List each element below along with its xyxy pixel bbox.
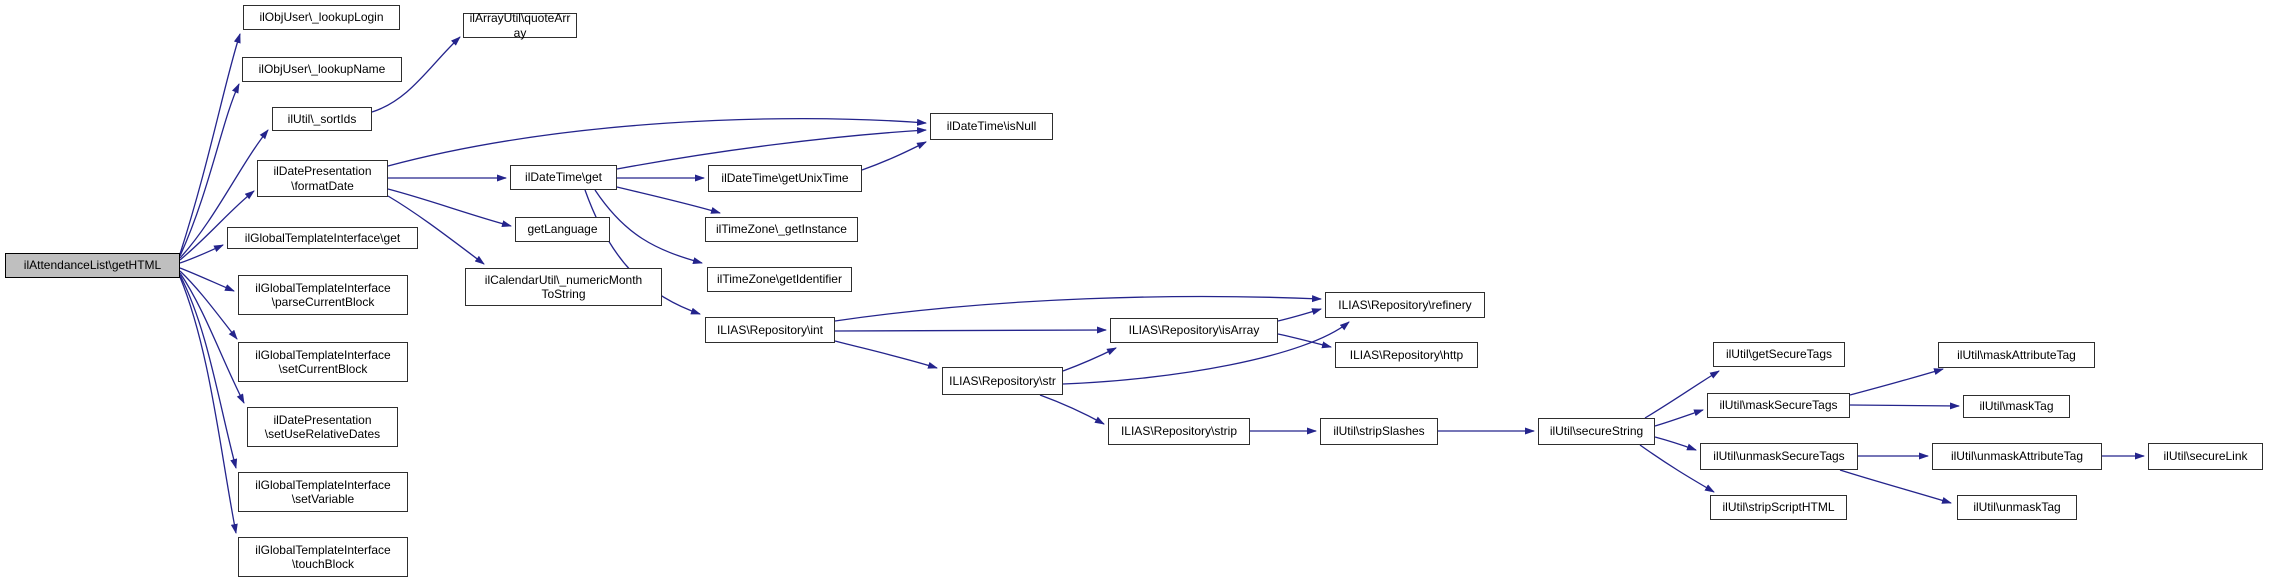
edge-repStr-repRefinery: [1062, 321, 1350, 385]
node-ilutil-unmasktag[interactable]: ilUtil\unmaskTag: [1957, 495, 2077, 520]
node-ilutil-unmaskattributetag[interactable]: ilUtil\unmaskAttributeTag: [1932, 443, 2102, 470]
node-ilutil-stripslashes[interactable]: ilUtil\stripSlashes: [1320, 418, 1438, 445]
node-ilutil-stripscripthtml[interactable]: ilUtil\stripScriptHTML: [1710, 495, 1847, 520]
edge-unmaskSecureTags-unmaskTag: [1839, 469, 1952, 504]
node-ilglobaltemplateinterface-get[interactable]: ilGlobalTemplateInterface\get: [227, 227, 418, 249]
node-ildatetime-get[interactable]: ilDateTime\get: [510, 165, 617, 190]
node-getlanguage[interactable]: getLanguage: [515, 217, 610, 242]
edge-getHTML-setCurrentBlock: [179, 270, 238, 340]
node-ilglobaltemplateinterface-setcurrentblock[interactable]: ilGlobalTemplateInterface \setCurrentBlo…: [238, 342, 408, 382]
edge-dtGet-isNull: [616, 127, 927, 170]
edge-repIsArray-repHttp: [1277, 333, 1332, 349]
edge-sortIds-quoteArray: [371, 36, 461, 113]
edge-repInt-repStr: [834, 340, 938, 369]
node-ilobjuser-lookupname[interactable]: ilObjUser\_lookupName: [242, 57, 402, 82]
node-ilutil-securelink[interactable]: ilUtil\secureLink: [2148, 443, 2263, 470]
node-ildatepresentation-formatdate[interactable]: ilDatePresentation \formatDate: [257, 160, 388, 197]
edge-getUnixTime-isNull: [861, 141, 927, 171]
node-ilutil-maskattributetag[interactable]: ilUtil\maskAttributeTag: [1938, 342, 2095, 368]
edge-secureString-maskSecureTags: [1654, 409, 1704, 427]
node-iltimezone-getidentifier[interactable]: ilTimeZone\getIdentifier: [707, 267, 852, 292]
node-ilglobaltemplateinterface-parsecurrentblock[interactable]: ilGlobalTemplateInterface \parseCurrentB…: [238, 275, 408, 315]
node-ildatetime-getunixtime[interactable]: ilDateTime\getUnixTime: [708, 165, 862, 192]
node-ilglobaltemplateinterface-touchblock[interactable]: ilGlobalTemplateInterface \touchBlock: [238, 537, 408, 577]
node-ilglobaltemplateinterface-setvariable[interactable]: ilGlobalTemplateInterface \setVariable: [238, 472, 408, 512]
edge-formatDate-getLanguage: [387, 188, 512, 228]
edge-repIsArray-repRefinery: [1277, 308, 1322, 322]
node-ildatetime-isnull[interactable]: ilDateTime\isNull: [930, 113, 1053, 140]
edge-getHTML-setVariable: [179, 274, 238, 469]
edge-secureString-unmaskSecureTags: [1654, 436, 1697, 451]
node-ilias-repository-http[interactable]: ILIAS\Repository\http: [1335, 342, 1478, 368]
node-ilias-repository-refinery[interactable]: ILIAS\Repository\refinery: [1325, 292, 1485, 318]
node-ilias-repository-int[interactable]: ILIAS\Repository\int: [705, 317, 835, 343]
node-ilutil-getsecuretags[interactable]: ilUtil\getSecureTags: [1713, 342, 1845, 367]
edge-getHTML-touchBlock: [179, 276, 238, 534]
edge-maskSecureTags-maskAttributeTag: [1849, 368, 1944, 396]
edge-getHTML-sortIds: [179, 129, 269, 259]
node-ilattendancelist-gethtml[interactable]: ilAttendanceList\getHTML: [5, 253, 180, 278]
edge-repInt-repRefinery: [834, 295, 1322, 322]
edge-repInt-repIsArray: [834, 326, 1107, 334]
edge-repStr-repIsArray: [1062, 347, 1117, 372]
edge-getHTML-setUseRelativeDates: [179, 272, 245, 404]
node-ilobjuser-lookuplogin[interactable]: ilObjUser\_lookupLogin: [243, 5, 400, 30]
edge-formatDate-isNull: [387, 117, 927, 167]
edge-getHTML-lookupLogin: [179, 33, 241, 255]
node-ilutil-masksecuretags[interactable]: ilUtil\maskSecureTags: [1707, 393, 1850, 418]
node-iltimezone-getinstance[interactable]: ilTimeZone\_getInstance: [705, 217, 858, 242]
node-ilias-repository-str[interactable]: ILIAS\Repository\str: [942, 367, 1063, 395]
edge-getHTML-formatDate: [179, 190, 255, 261]
node-ilutil-securestring[interactable]: ilUtil\secureString: [1538, 418, 1655, 445]
node-ilutil-masktag[interactable]: ilUtil\maskTag: [1963, 395, 2070, 418]
edge-repStr-repStrip: [1039, 394, 1105, 425]
edge-dtGet-tzGetInstance: [616, 186, 721, 214]
edge-getHTML-parseCurrentBlock: [179, 267, 235, 292]
node-ilias-repository-strip[interactable]: ILIAS\Repository\strip: [1108, 418, 1250, 445]
edge-secureString-stripScriptHTML: [1639, 444, 1715, 493]
edge-getHTML-gtiGet: [179, 244, 224, 264]
edge-formatDate-numericMonthToString: [387, 195, 485, 265]
node-ilcalendarutil-numericmonthtostring[interactable]: ilCalendarUtil\_numericMonth ToString: [465, 268, 662, 306]
edge-getHTML-lookupName: [179, 83, 240, 257]
node-ilutil-unmasksecuretags[interactable]: ilUtil\unmaskSecureTags: [1700, 443, 1858, 470]
node-ildatepresentation-setuserelativedates[interactable]: ilDatePresentation \setUseRelativeDates: [247, 407, 398, 447]
edge-dtGet-tzGetIdentifier: [594, 189, 703, 264]
edge-maskSecureTags-maskTag: [1849, 402, 1960, 410]
edge-secureString-getSecureTags: [1644, 370, 1720, 419]
node-ilarrayutil-quotearray[interactable]: ilArrayUtil\quoteArray: [463, 11, 577, 40]
node-ilutil-sortids[interactable]: ilUtil\_sortIds: [272, 107, 372, 131]
node-ilias-repository-isarray[interactable]: ILIAS\Repository\isArray: [1110, 318, 1278, 343]
